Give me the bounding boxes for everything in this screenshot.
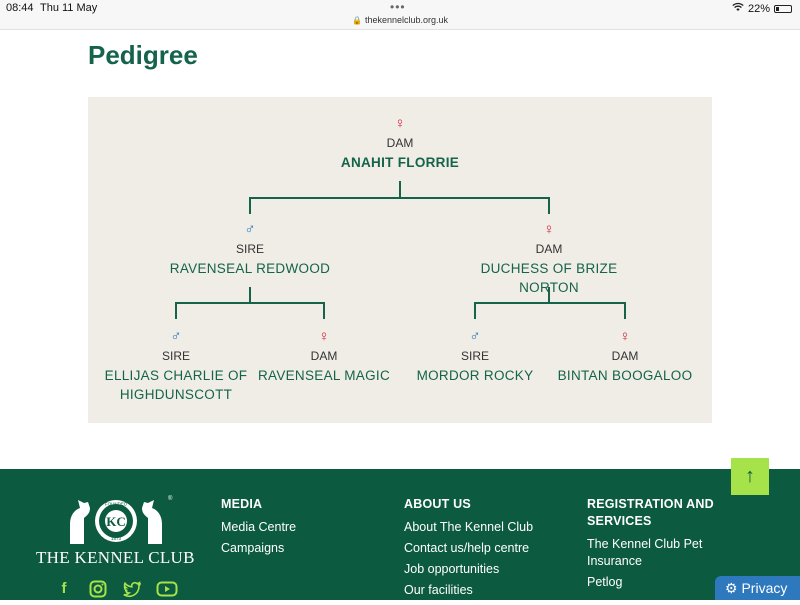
connector-line xyxy=(548,197,550,214)
role-label: DAM xyxy=(386,136,414,150)
logo-ring-bottom: 1873 xyxy=(111,536,122,541)
male-icon: ♂ xyxy=(244,221,256,238)
footer-col-media: MEDIA Media Centre Campaigns xyxy=(221,496,381,561)
dog-name-link[interactable]: MORDOR ROCKY xyxy=(416,368,534,383)
connector-line xyxy=(249,287,251,303)
footer-col-about: ABOUT US About The Kennel Club Contact u… xyxy=(404,496,574,603)
pedigree-granddam[interactable]: ♀ DAM RAVENSEAL MAGIC xyxy=(249,329,399,385)
connector-line xyxy=(399,181,401,198)
status-time: 08:44 xyxy=(6,2,34,14)
address-url: thekennelclub.org.uk xyxy=(364,15,449,25)
female-icon: ♀ xyxy=(318,328,330,345)
dog-name-link[interactable]: ELLIJAS CHARLIE OF HIGHDUNSCOTT xyxy=(104,368,248,402)
female-icon: ♀ xyxy=(394,115,406,132)
dog-name-link[interactable]: DUCHESS OF BRIZE NORTON xyxy=(480,261,618,295)
role-label: SIRE xyxy=(460,349,489,363)
pedigree-grandsire[interactable]: ♂ SIRE ELLIJAS CHARLIE OF HIGHDUNSCOTT xyxy=(101,329,251,404)
role-label: DAM xyxy=(535,242,563,256)
footer-link[interactable]: Campaigns xyxy=(221,541,285,555)
status-bar: 08:44 Thu 11 May ••• 🔒thekennelclub.org.… xyxy=(0,0,800,30)
social-links: f xyxy=(54,579,178,599)
logo-ring-top: FOUNDED xyxy=(105,502,128,507)
facebook-icon[interactable]: f xyxy=(61,580,67,597)
wifi-icon xyxy=(732,2,744,15)
battery-icon xyxy=(774,4,792,13)
page-title: Pedigree xyxy=(88,40,198,70)
female-icon: ♀ xyxy=(619,328,631,345)
arrow-up-icon: ↑ xyxy=(745,465,755,487)
youtube-icon[interactable] xyxy=(156,579,178,599)
footer-link[interactable]: About The Kennel Club xyxy=(404,520,534,534)
dog-name: ANAHIT FLORRIE xyxy=(340,155,460,170)
status-date: Thu 11 May xyxy=(40,2,98,14)
role-label: DAM xyxy=(611,349,639,363)
status-right: 22% xyxy=(732,2,792,15)
footer-link[interactable]: Our facilities xyxy=(404,583,473,597)
footer-col-registration: REGISTRATION AND SERVICES The Kennel Clu… xyxy=(587,496,717,595)
instagram-icon[interactable] xyxy=(88,579,108,599)
male-icon: ♂ xyxy=(170,328,182,345)
connector-line xyxy=(249,197,550,199)
footer-link[interactable]: Job opportunities xyxy=(404,562,500,576)
footer-link[interactable]: The Kennel Club Pet Insurance xyxy=(587,537,703,568)
connector-line xyxy=(175,302,177,319)
footer-heading: REGISTRATION AND SERVICES xyxy=(587,497,714,528)
connector-line xyxy=(474,302,626,304)
connector-line xyxy=(474,302,476,319)
pedigree-granddam[interactable]: ♀ DAM BINTAN BOOGALOO xyxy=(550,329,700,385)
footer-heading: MEDIA xyxy=(221,497,263,511)
browser-menu-dots[interactable]: ••• xyxy=(390,0,406,14)
footer-heading: ABOUT US xyxy=(404,497,471,511)
address-bar[interactable]: 🔒thekennelclub.org.uk xyxy=(0,15,800,25)
pedigree-root: ♀ DAM ANAHIT FLORRIE xyxy=(300,116,500,172)
female-icon: ♀ xyxy=(543,221,555,238)
dog-name-link[interactable]: BINTAN BOOGALOO xyxy=(557,368,693,383)
gear-icon: ⚙ xyxy=(725,580,738,596)
footer-link[interactable]: Contact us/help centre xyxy=(404,541,530,555)
pedigree-tree: ♀ DAM ANAHIT FLORRIE ♂ SIRE RAVENSEAL RE… xyxy=(88,97,712,423)
svg-text:®: ® xyxy=(168,495,173,502)
site-footer: KC FOUNDED 1873 ® THE KENNEL CLUB f MEDI… xyxy=(0,469,800,600)
kennel-club-emblem: KC FOUNDED 1873 ® xyxy=(70,495,173,544)
connector-line xyxy=(548,287,550,303)
dog-name-link[interactable]: RAVENSEAL REDWOOD xyxy=(169,261,331,276)
twitter-icon[interactable] xyxy=(122,579,142,599)
pedigree-sire[interactable]: ♂ SIRE RAVENSEAL REDWOOD xyxy=(150,222,350,278)
dog-name-link[interactable]: RAVENSEAL MAGIC xyxy=(257,368,391,383)
back-to-top-button[interactable]: ↑ xyxy=(731,458,769,495)
role-label: SIRE xyxy=(161,349,190,363)
lock-icon: 🔒 xyxy=(351,16,362,25)
privacy-button[interactable]: ⚙ Privacy xyxy=(715,576,800,600)
privacy-label: Privacy xyxy=(741,580,788,596)
connector-line xyxy=(175,302,325,304)
battery-percent: 22% xyxy=(747,2,770,15)
role-label: SIRE xyxy=(235,242,264,256)
footer-link[interactable]: Media Centre xyxy=(221,520,297,534)
connector-line xyxy=(323,302,325,319)
kennel-club-logo[interactable]: KC FOUNDED 1873 ® THE KENNEL CLUB xyxy=(36,494,196,568)
footer-link[interactable]: Petlog xyxy=(587,575,623,589)
connector-line xyxy=(624,302,626,319)
male-icon: ♂ xyxy=(469,328,481,345)
role-label: DAM xyxy=(310,349,338,363)
logo-badge-text: KC xyxy=(106,514,126,529)
pedigree-grandsire[interactable]: ♂ SIRE MORDOR ROCKY xyxy=(400,329,550,385)
pedigree-dam[interactable]: ♀ DAM DUCHESS OF BRIZE NORTON xyxy=(449,222,649,297)
connector-line xyxy=(249,197,251,214)
logo-text: THE KENNEL CLUB xyxy=(36,548,195,567)
